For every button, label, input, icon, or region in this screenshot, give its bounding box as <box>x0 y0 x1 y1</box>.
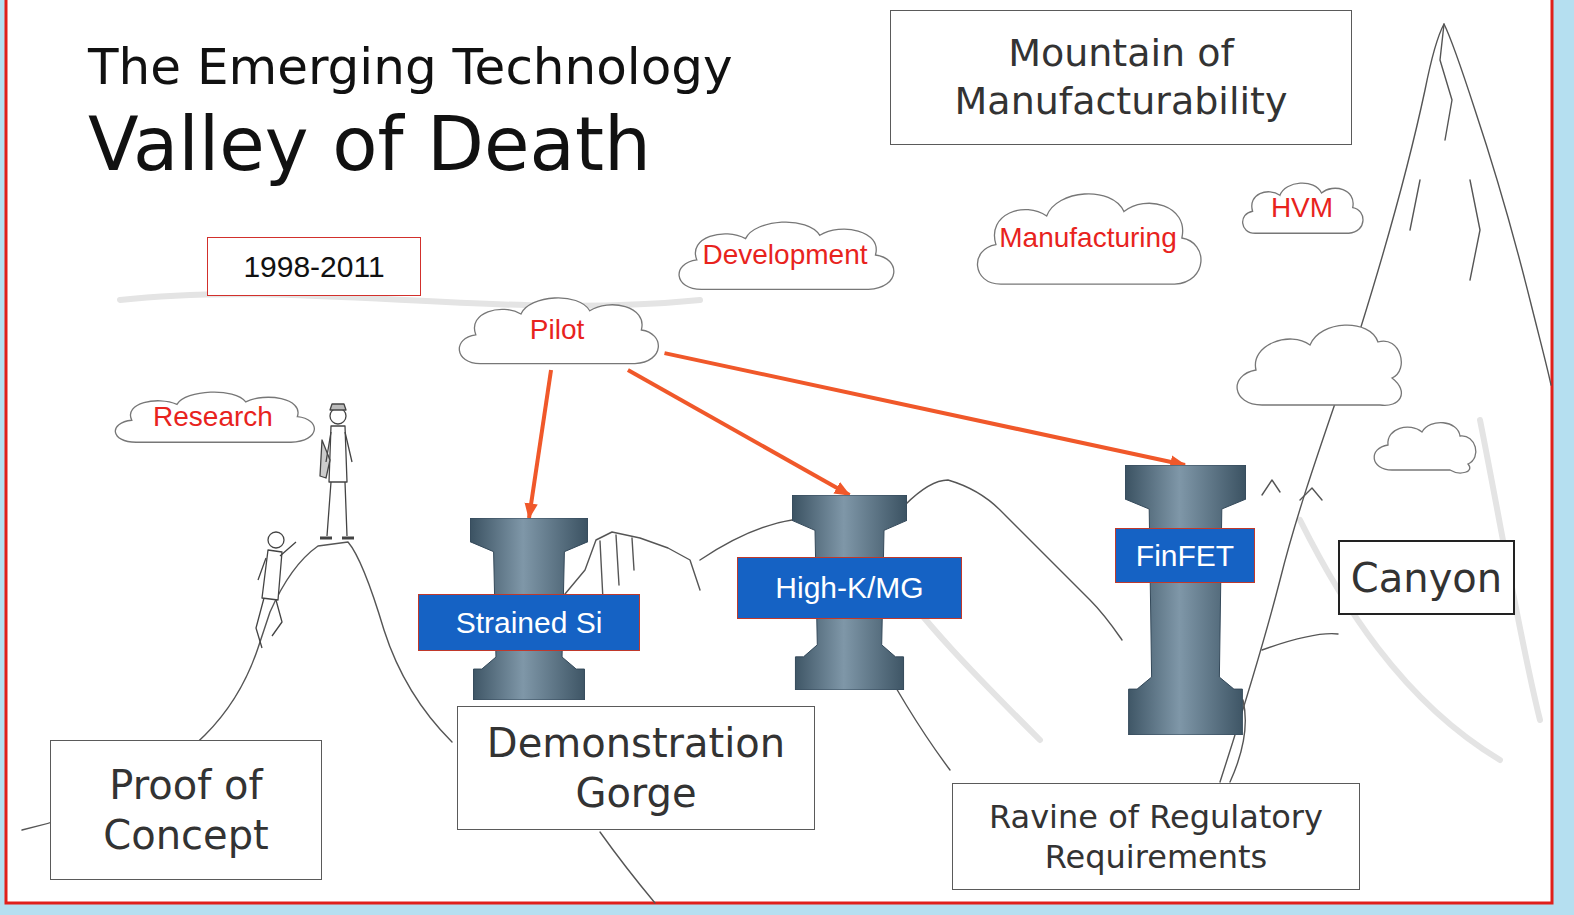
rock-marks <box>1262 480 1322 500</box>
cloud-node: HVM <box>1237 177 1367 238</box>
pillar-illustration <box>1125 465 1246 735</box>
decor-clouds <box>1237 325 1476 473</box>
body <box>329 426 347 482</box>
pillar-node: Strained Si <box>418 518 640 700</box>
body <box>262 550 282 600</box>
pillar-node: High-K/MG <box>737 495 962 690</box>
cloud-shape <box>459 298 658 364</box>
box-label: Mountain of Manufacturability <box>903 30 1339 125</box>
mountain-sketch <box>22 24 1551 903</box>
label-box: Ravine of Regulatory Requirements <box>952 783 1360 890</box>
technology-label: FinFET <box>1115 528 1255 583</box>
cloud-shape <box>679 222 894 289</box>
label-box: 1998-2011 <box>207 237 421 296</box>
cloud-shape <box>978 194 1201 284</box>
arms <box>258 542 296 580</box>
arms <box>326 432 352 462</box>
cloud-shape <box>1374 423 1476 473</box>
arrow-connector <box>628 370 850 495</box>
label-box: Demonstration Gorge <box>457 706 815 830</box>
ridge <box>700 520 792 560</box>
technology-label: Strained Si <box>418 594 640 651</box>
cloud-label: Pilot <box>530 314 584 346</box>
cloud-label: Development <box>703 239 868 271</box>
box-label: Proof of Concept <box>63 760 309 860</box>
cap <box>330 404 346 410</box>
box-label: Ravine of Regulatory Requirements <box>965 797 1347 877</box>
climber-standing <box>320 404 354 538</box>
diagram-title: Valley of Death <box>88 104 651 185</box>
cliff-face <box>600 535 634 600</box>
legs <box>327 482 347 536</box>
box-label: Canyon <box>1351 553 1502 603</box>
label-box: Canyon <box>1338 540 1515 615</box>
label-box: Mountain of Manufacturability <box>890 10 1352 145</box>
cloud-node: Research <box>106 386 321 447</box>
label-box: Proof of Concept <box>50 740 322 880</box>
head <box>268 532 284 548</box>
arrow-connector <box>665 353 1186 465</box>
pillar-node: FinFET <box>1115 465 1255 735</box>
legs <box>256 598 282 648</box>
gorge-wall <box>600 832 655 903</box>
sketch-shading <box>120 294 1540 760</box>
ridge <box>1262 634 1338 650</box>
arrow-connector <box>529 370 551 518</box>
cloud-shape <box>1243 183 1363 233</box>
cloud-label: HVM <box>1271 192 1333 224</box>
pillar-shape <box>1125 465 1246 735</box>
cloud-node: Development <box>669 214 901 296</box>
snow-detail <box>1410 24 1480 280</box>
frame <box>6 0 1552 903</box>
box-label: 1998-2011 <box>243 248 384 286</box>
heading-label: The Emerging Technology <box>88 40 733 95</box>
cloud-shape <box>115 392 314 442</box>
cloud-label: Research <box>153 401 273 433</box>
climber-climbing <box>256 532 296 648</box>
cloud-shape <box>1237 325 1401 405</box>
cloud-node: Pilot <box>450 290 665 370</box>
technology-label: High-K/MG <box>737 557 962 619</box>
box-label: Demonstration Gorge <box>470 718 802 818</box>
cloud-label: Manufacturing <box>999 222 1176 254</box>
boots <box>320 537 354 540</box>
cloud-node: Manufacturing <box>967 183 1208 293</box>
